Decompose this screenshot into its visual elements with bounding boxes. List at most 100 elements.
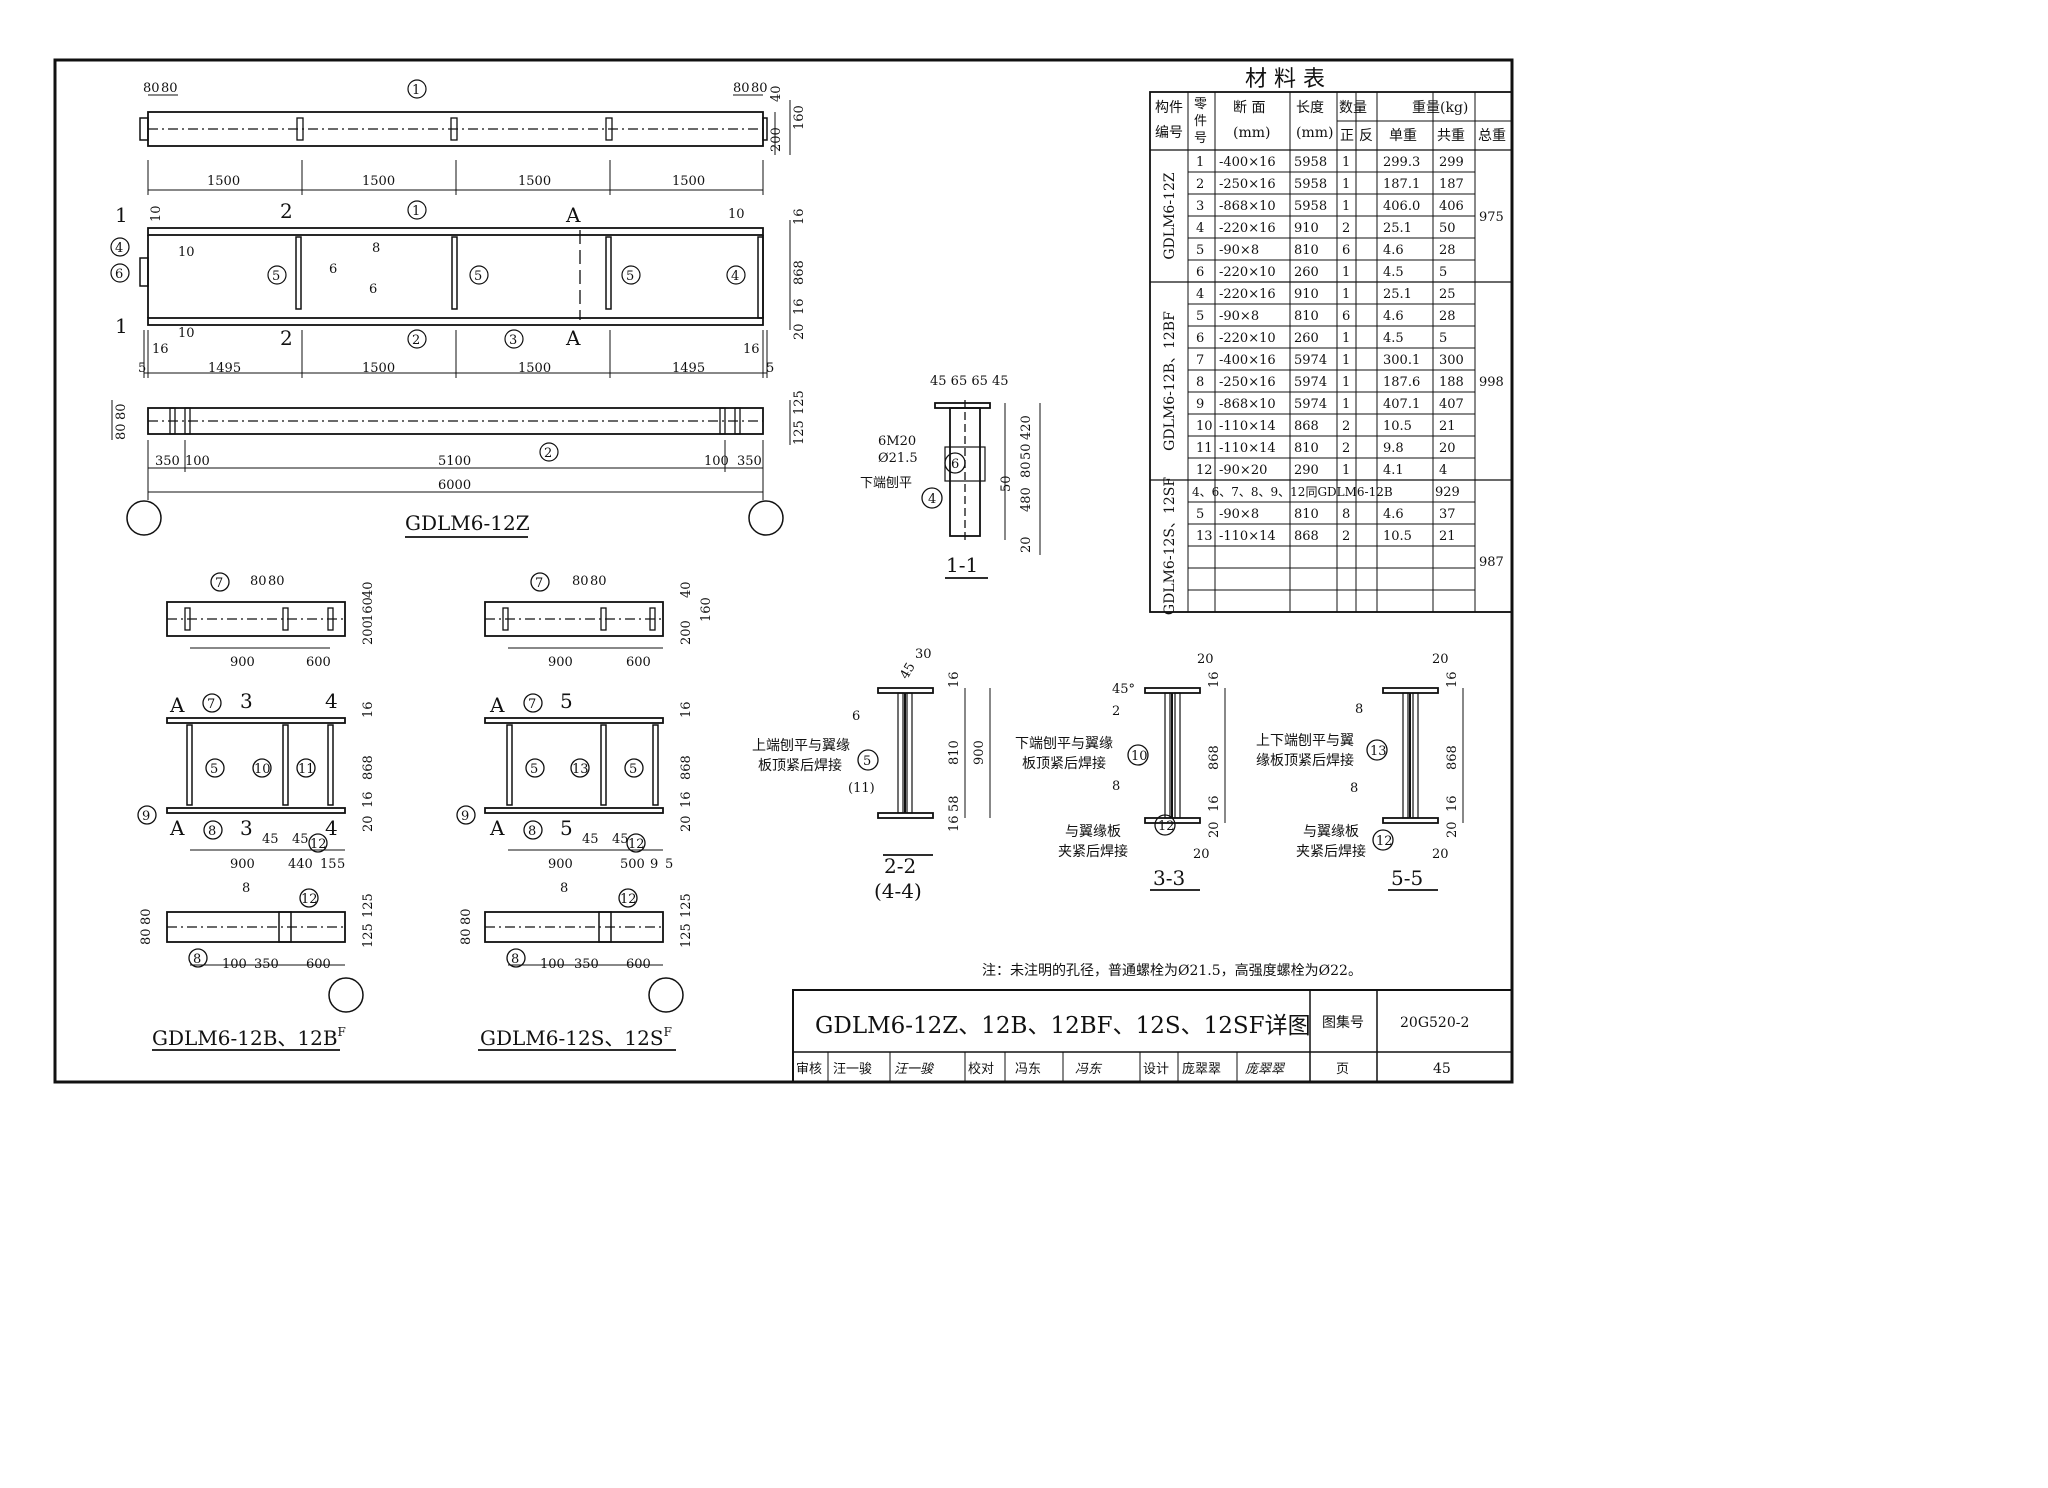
table-cell: -220×16: [1219, 287, 1276, 302]
s33-note-top-1: 下端刨平与翼缘: [1015, 736, 1113, 752]
table-cell: 406: [1439, 199, 1464, 214]
weld-10a: 10: [149, 205, 164, 222]
s33-part-12: 12: [1158, 819, 1175, 834]
s33-note-bot-2: 夹紧后焊接: [1058, 843, 1128, 860]
s22-dim-900: 900: [972, 740, 987, 765]
section-mark-2-bot: 2: [280, 326, 293, 350]
page-number: 45: [1433, 1061, 1451, 1077]
s-part-7b: 7: [528, 697, 536, 712]
view-12b: [137, 572, 364, 1051]
b-dim-440: 440: [288, 857, 313, 872]
s-dim-16b: 16: [679, 791, 694, 808]
table-group-total: 975: [1479, 210, 1504, 225]
s33-note-top-2: 板顶紧后焊接: [1022, 755, 1106, 772]
weld-8: 8: [372, 241, 380, 256]
b-mark-4-top: 4: [325, 689, 338, 713]
s55-dim-20b: 20: [1445, 821, 1460, 838]
b-mark-4-bot: 4: [325, 816, 338, 840]
table-cell: 1: [1342, 463, 1350, 478]
table-cell: 21: [1439, 419, 1456, 434]
s-dim-200: 200: [679, 620, 694, 645]
table-cell: 13: [1196, 529, 1213, 544]
part-2-plan: 2: [544, 446, 552, 461]
dim-100-l: 100: [185, 454, 210, 469]
hdr-part-1: 零: [1194, 97, 1207, 112]
dim-80b: 80: [161, 81, 178, 96]
table-cell: 37: [1439, 507, 1456, 522]
s33-dim-20a: 20: [1197, 652, 1214, 667]
check-label: 校对: [968, 1061, 994, 1077]
dim-200: 200: [769, 127, 784, 152]
s22-dim-45: 45: [897, 660, 918, 682]
main-view-labels: 80 80 80 80 40 160 200 1500 1500 1500 15…: [114, 81, 807, 535]
section-mark-1-top: 1: [115, 203, 128, 227]
b-mark-a-bot: A: [169, 816, 185, 840]
span-1: 1500: [207, 174, 240, 189]
s-dim-16a: 16: [679, 701, 694, 718]
b-dim-45b: 45: [292, 832, 309, 847]
design-label: 设计: [1143, 1062, 1169, 1077]
s55-weld-8b: 8: [1350, 781, 1358, 796]
hdr-qty-neg: 反: [1359, 128, 1373, 144]
section-2-2-labels: 30 45 16 810 900 58 16 6 上端刨平与翼缘 板顶紧后焊接 …: [752, 647, 987, 903]
part-4-left: 4: [115, 241, 123, 256]
table-cell: 5: [1439, 265, 1447, 280]
table-cell: 260: [1294, 331, 1319, 346]
dim-80d: 80: [751, 81, 768, 96]
s-dim-40: 40: [679, 581, 694, 598]
s11-dim-20: 20: [1019, 536, 1034, 553]
s55-note-bot-1: 与翼缘板: [1303, 824, 1359, 840]
b-part-7b: 7: [207, 697, 215, 712]
s-mark-5-bot: 5: [560, 816, 573, 840]
table-cell: 6: [1196, 265, 1204, 280]
s55-dim-20c: 20: [1432, 847, 1449, 862]
b-dim-200: 200: [361, 620, 376, 645]
section-2-2: [857, 687, 991, 856]
table-group-total: 998: [1479, 375, 1504, 390]
b-dim-600a: 600: [306, 655, 331, 670]
s33-dim-20b: 20: [1207, 821, 1222, 838]
table-cell: 810: [1294, 507, 1319, 522]
weld-16b: 16: [743, 342, 760, 357]
table-cell: -110×14: [1219, 441, 1276, 456]
table-cell: 406.0: [1383, 199, 1420, 214]
drawing-title: GDLM6-12Z、12B、12BF、12S、12SF详图: [815, 1013, 1311, 1039]
table-cell: 10: [1196, 419, 1213, 434]
table-cell: 6: [1196, 331, 1204, 346]
s-dim-5: 5: [665, 857, 673, 872]
s-part-12b: 12: [620, 892, 637, 907]
table-cell: 810: [1294, 243, 1319, 258]
view-12s: [456, 572, 684, 1051]
s-dim-80d: 80: [459, 928, 474, 945]
table-cell: 8: [1342, 507, 1350, 522]
b-dim-350: 350: [254, 957, 279, 972]
span-b1: 1495: [208, 361, 241, 376]
s11-dim-420: 420: [1019, 415, 1034, 440]
table-cell: 299: [1439, 155, 1464, 170]
hdr-section: 断 面: [1233, 100, 1265, 116]
table-cell: 810: [1294, 309, 1319, 324]
s55-dim-868: 868: [1445, 745, 1460, 770]
part-numbers-main: 1 1 4 6 5 5 5 4 2 3 2: [115, 83, 739, 461]
s-dim-868: 868: [679, 755, 694, 780]
designer-signature: 庞翠翠: [1245, 1062, 1286, 1077]
b-part-12b: 12: [301, 892, 318, 907]
table-cell: 4.5: [1383, 265, 1404, 280]
table-member: GDLM6-12S、12SF: [1162, 477, 1178, 615]
table-cell: 5: [1196, 309, 1204, 324]
table-cell: -400×16: [1219, 353, 1276, 368]
s33-weld-2: 2: [1112, 704, 1120, 719]
table-member: GDLM6-12Z: [1162, 172, 1178, 259]
table-cell: 5958: [1294, 155, 1327, 170]
b-part-9: 9: [142, 809, 150, 824]
table-cell: 1: [1342, 353, 1350, 368]
part-5c: 5: [626, 269, 634, 284]
table-cell: -110×14: [1219, 529, 1276, 544]
s11-dim-50a: 50: [1019, 443, 1034, 460]
weld-6b: 6: [369, 282, 377, 297]
s33-dim-20c: 20: [1193, 847, 1210, 862]
table-cell: 5958: [1294, 177, 1327, 192]
table-cell: 2: [1196, 177, 1204, 192]
s11-dim-50b: 50: [999, 475, 1014, 492]
table-cell: 1: [1342, 375, 1350, 390]
